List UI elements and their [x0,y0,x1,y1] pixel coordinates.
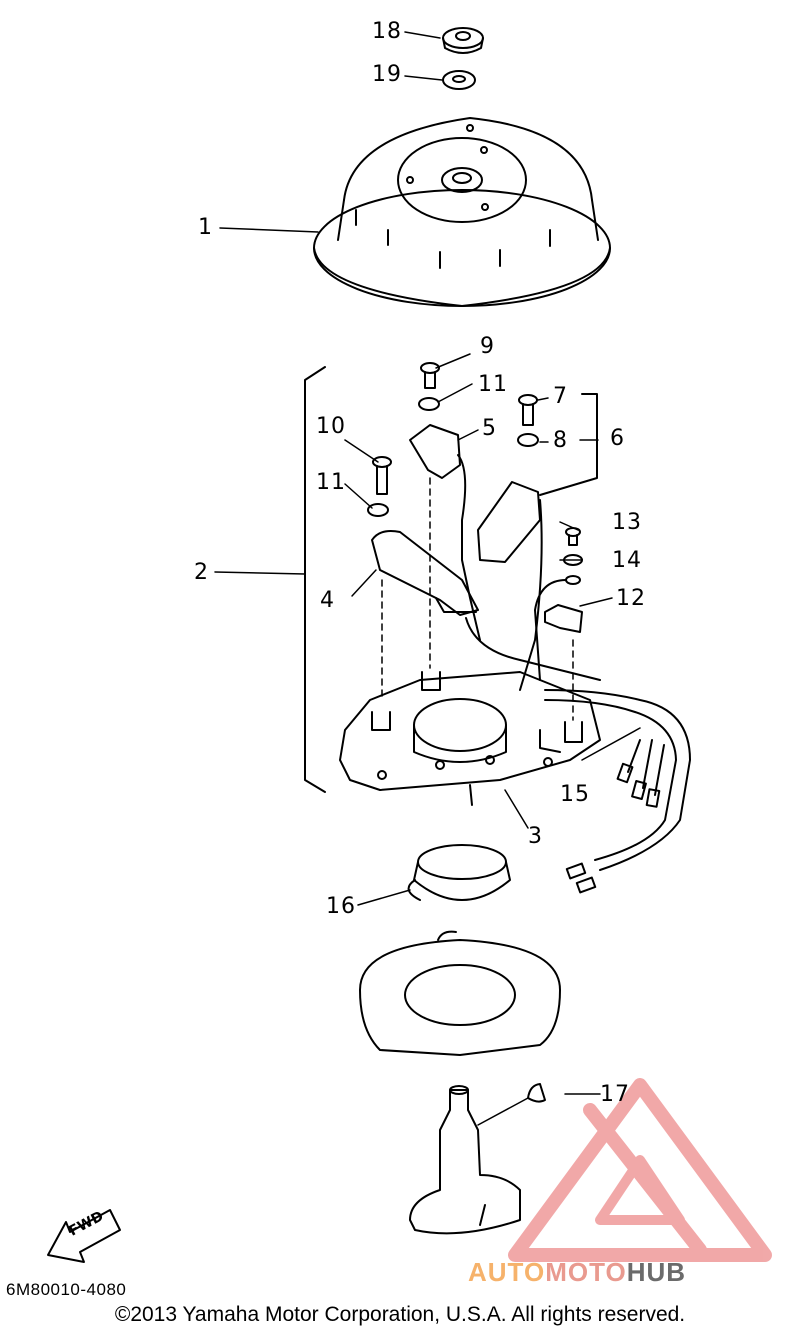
callout-11-upper: 11 [478,372,508,397]
base-plate-part-3 [339,671,601,806]
callout-2: 2 [194,560,209,585]
diagram-part-code: 6M80010-4080 [6,1280,127,1299]
clamp-part-12 [544,604,583,633]
callout-13: 13 [612,510,642,535]
callout-15: 15 [560,782,590,807]
callout-6: 6 [610,426,625,451]
crankshaft [409,1085,521,1235]
callout-9: 9 [480,334,495,359]
leader-lines [214,31,641,1126]
pulser-coil-part-5 [409,424,481,641]
wire-harness-part-15 [544,689,691,894]
callout-16: 16 [326,894,356,919]
group-bracket-6 [539,393,598,496]
gasket-plate [359,930,561,1056]
callout-18: 18 [372,19,402,44]
cdi-unit-part-4 [371,530,601,681]
screw-part-9 [420,362,440,389]
watermark-auto: AUTO [468,1257,546,1287]
callout-5: 5 [482,416,497,441]
callout-10: 10 [316,414,346,439]
washer-part-8 [517,433,539,447]
callout-14: 14 [612,548,642,573]
washer-part-11b [367,503,389,517]
screw-part-7 [518,394,538,426]
washer-part-19 [442,70,476,90]
callout-11-lower: 11 [316,470,346,495]
alignment-lines [381,477,574,721]
collar-part-16 [407,844,511,901]
fwd-arrow-icon [47,1209,121,1263]
callout-8: 8 [553,428,568,453]
callout-19: 19 [372,62,402,87]
nut-part-18 [442,27,484,54]
watermark-moto: MOTO [545,1257,627,1287]
watermark-logo-icon [508,1078,772,1262]
callout-4: 4 [320,588,335,613]
callout-12: 12 [616,586,646,611]
group-bracket-2 [304,366,326,793]
charge-coil-part-6 [477,481,543,691]
watermark-text: AUTOMOTOHUB [468,1257,686,1288]
ring-terminal [534,575,581,681]
screw-part-10 [372,456,392,495]
callout-1: 1 [198,215,213,240]
watermark-hub: HUB [626,1257,687,1287]
copyright-notice: ©2013 Yamaha Motor Corporation, U.S.A. A… [114,1303,686,1326]
woodruff-key-part-17 [527,1083,546,1103]
callout-7: 7 [553,384,568,409]
callout-17: 17 [600,1082,630,1107]
washer-part-11a [418,397,440,411]
callout-3: 3 [528,824,543,849]
flywheel-part-1 [313,117,611,307]
